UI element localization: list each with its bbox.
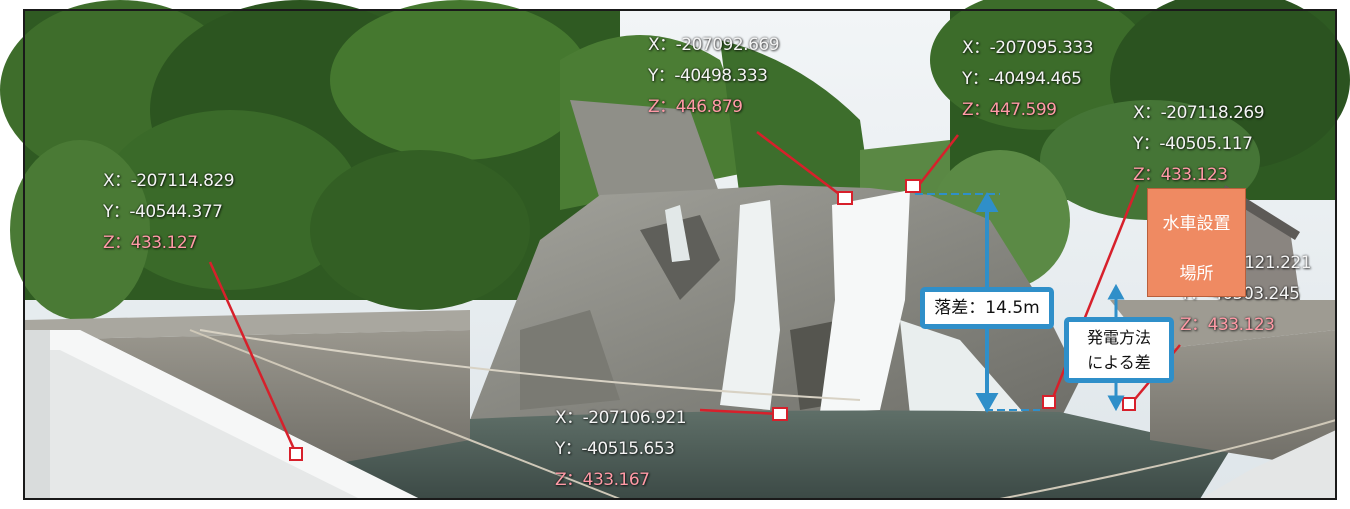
coord-z: Z：433.123 xyxy=(1180,315,1275,335)
bridge-railing xyxy=(24,330,1336,499)
coord-y: Y：-40505.117 xyxy=(1133,134,1253,154)
coord-far-right: X：-207118.269 Y：-40505.117 Z：433.123 xyxy=(1133,98,1265,191)
coord-z: Z：446.879 xyxy=(648,97,743,117)
coord-top-center: X：-207092.669 Y：-40498.333 Z：446.879 xyxy=(648,30,780,123)
diff-label-line1: 発電方法 xyxy=(1086,328,1151,347)
coord-top-right: X：-207095.333 Y：-40494.465 Z：447.599 xyxy=(962,33,1094,126)
coord-y: Y：-40544.377 xyxy=(103,202,223,222)
coord-y: Y：-40494.465 xyxy=(962,69,1082,89)
coord-z: Z：447.599 xyxy=(962,100,1057,120)
upper-wall xyxy=(570,100,720,200)
coord-x: X：-207118.269 xyxy=(1133,103,1265,123)
survey-markers xyxy=(289,179,1136,461)
diff-label-line2: による差 xyxy=(1087,353,1151,372)
coord-x: X：-207092.669 xyxy=(648,35,780,55)
coord-x: X：-207095.333 xyxy=(962,38,1094,58)
coord-x: X：-207106.921 xyxy=(555,408,687,428)
head-measurement xyxy=(915,191,1040,414)
turbine-location-box: 水車設置 場所 xyxy=(1147,188,1246,297)
coord-z: Z：433.127 xyxy=(103,233,198,253)
coord-z: Z：433.167 xyxy=(555,470,650,490)
right-wall xyxy=(1150,330,1336,470)
coord-left-bank: X：-207114.829 Y：-40544.377 Z：433.127 xyxy=(103,166,235,259)
turbine-label-line1: 水車設置 xyxy=(1162,214,1231,234)
coord-basin: X：-207106.921 Y：-40515.653 Z：433.167 xyxy=(555,403,687,496)
coord-y: Y：-40515.653 xyxy=(555,439,675,459)
head-label: 落差：14.5m xyxy=(920,287,1054,329)
coord-z: Z：433.123 xyxy=(1133,165,1228,185)
generation-diff-label: 発電方法 による差 xyxy=(1064,317,1174,383)
pool xyxy=(300,410,1230,499)
turbine-label-line2: 場所 xyxy=(1179,264,1214,284)
waterfall xyxy=(665,190,1030,435)
coord-y: Y：-40498.333 xyxy=(648,66,768,86)
coord-x: X：-207114.829 xyxy=(103,171,235,191)
